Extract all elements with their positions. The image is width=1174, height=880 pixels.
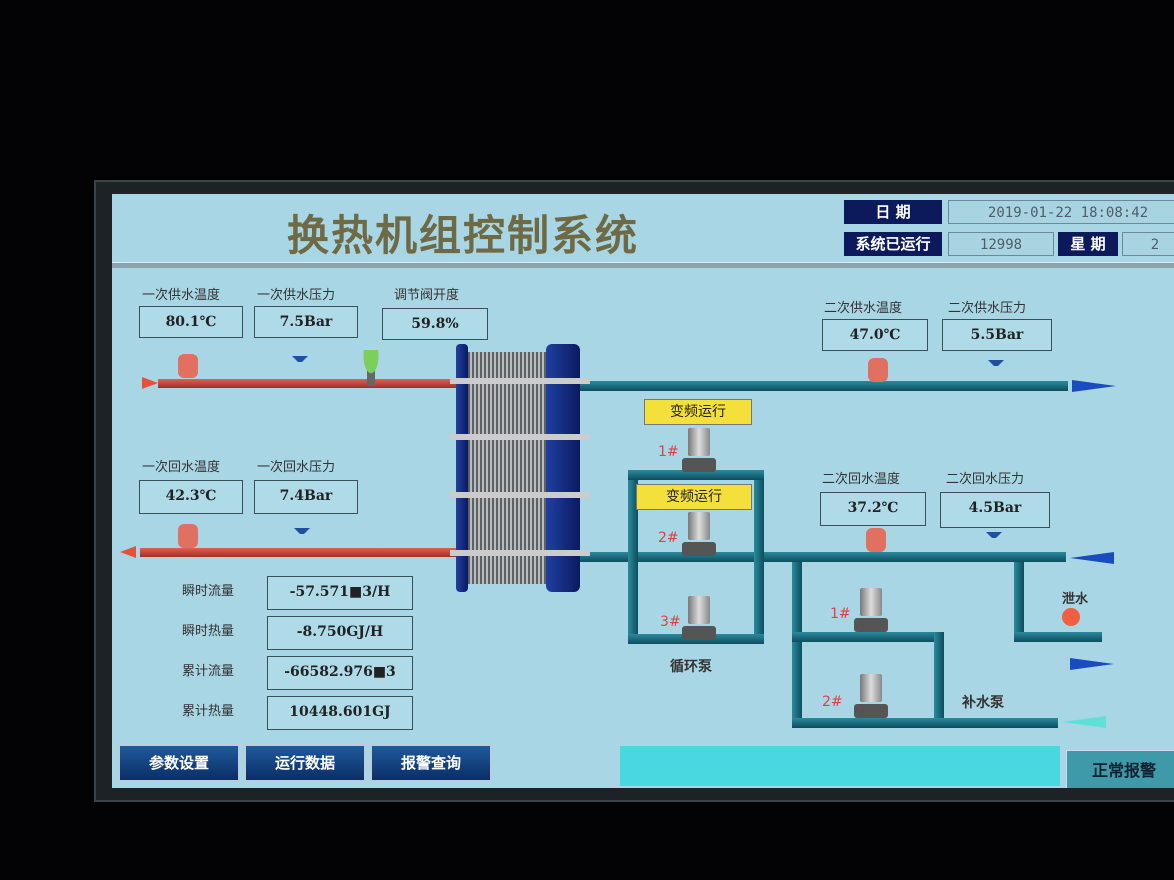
valve-opening-value: 59.8% (382, 308, 488, 340)
primary-return-temp-label: 一次回水温度 (142, 460, 221, 475)
circ-pump-3-number: 3# (660, 614, 681, 630)
circ-pump-3-icon[interactable] (682, 596, 716, 640)
pump-2-vfd-status: 变频运行 (636, 484, 752, 510)
circ-pump-label: 循环泵 (670, 659, 712, 675)
circ-top-pipe (628, 470, 764, 480)
run-data-button[interactable]: 运行数据 (244, 744, 366, 782)
secondary-supply-temp-label: 二次供水温度 (824, 301, 903, 316)
primary-return-pressure-label: 一次回水压力 (257, 460, 336, 475)
metering-label-2: 累计流量 (182, 664, 235, 679)
primary-supply-temp-sensor-icon (178, 354, 198, 378)
primary-supply-pipe (158, 379, 458, 388)
metering-value-2: -66582.976■3 (267, 656, 413, 690)
secondary-return-temp-value: 37.2℃ (820, 492, 926, 526)
runtime-label: 系统已运行 (844, 232, 942, 256)
primary-supply-pressure-value: 7.5Bar (254, 306, 358, 338)
secondary-return-temp-label: 二次回水温度 (822, 472, 901, 487)
runtime-display: 12998 (948, 232, 1054, 256)
makeup-1-pipe (792, 632, 938, 642)
header-divider (112, 262, 1174, 268)
makeup-pump-2-icon[interactable] (854, 674, 888, 718)
page-title: 换热机组控制系统 (287, 211, 640, 260)
secondary-return-pressure-value: 4.5Bar (940, 492, 1050, 528)
circ-pump-2-icon[interactable] (682, 512, 716, 556)
alarm-message-bar (620, 746, 1060, 786)
secondary-supply-temp-sensor-icon (868, 358, 888, 382)
weekday-label: 星 期 (1058, 232, 1118, 256)
metering-label-3: 累计热量 (182, 704, 235, 719)
primary-supply-temp-value: 80.1℃ (139, 306, 243, 338)
metering-label-1: 瞬时热量 (182, 624, 235, 639)
params-button[interactable]: 参数设置 (118, 744, 240, 782)
makeup-pump-1-icon[interactable] (854, 588, 888, 632)
makeup-pump-1-number: 1# (830, 606, 851, 622)
circ-pump-2-number: 2# (658, 530, 679, 546)
secondary-return-pressure-label: 二次回水压力 (946, 472, 1025, 487)
metering-value-3: 10448.601GJ (267, 696, 413, 730)
plate-heat-exchanger (450, 344, 590, 592)
circ-pump-1-icon[interactable] (682, 428, 716, 472)
primary-inlet-arrow (142, 377, 158, 389)
makeup-bypass (934, 632, 944, 722)
makeup-pump-label: 补水泵 (962, 695, 1004, 711)
alarm-query-button[interactable]: 报警查询 (370, 744, 492, 782)
alarm-status-button[interactable]: 正常报警 (1066, 750, 1174, 788)
primary-supply-pressure-gauge-icon (292, 356, 308, 378)
makeup-inlet-arrow (1062, 716, 1106, 728)
metering-value-1: -8.750GJ/H (267, 616, 413, 650)
secondary-supply-pipe (580, 381, 1068, 391)
secondary-return-pressure-gauge-icon (986, 532, 1002, 552)
drain-valve-icon[interactable] (1062, 608, 1080, 626)
drain-label: 泄水 (1062, 592, 1089, 607)
pump-1-vfd-status: 变频运行 (644, 399, 752, 425)
valve-opening-label: 调节阀开度 (394, 288, 460, 303)
drain-riser (1014, 562, 1024, 634)
secondary-inlet-arrow (1070, 552, 1114, 564)
makeup-pump-2-number: 2# (822, 694, 843, 710)
secondary-supply-pressure-label: 二次供水压力 (948, 301, 1027, 316)
circ-loop-left (628, 476, 638, 636)
secondary-return-pipe (580, 552, 1066, 562)
control-valve-icon[interactable] (358, 350, 384, 386)
primary-outlet-arrow (120, 546, 136, 558)
primary-return-pressure-value: 7.4Bar (254, 480, 358, 514)
primary-return-pressure-gauge-icon (294, 528, 310, 548)
drain-arrow (1070, 658, 1114, 670)
secondary-supply-temp-value: 47.0℃ (822, 319, 928, 351)
secondary-outlet-arrow (1072, 380, 1116, 392)
hmi-screen: 换热机组控制系统 日 期 2019-01-22 18:08:42 系统已运行 1… (112, 194, 1174, 788)
primary-supply-pressure-label: 一次供水压力 (257, 288, 336, 303)
metering-value-0: -57.571■3/H (267, 576, 413, 610)
datetime-display: 2019-01-22 18:08:42 (948, 200, 1174, 224)
makeup-inlet-pipe (792, 718, 1058, 728)
secondary-supply-pressure-value: 5.5Bar (942, 319, 1052, 351)
drain-pipe (1014, 632, 1102, 642)
primary-return-pipe (140, 548, 458, 557)
circ-pump-1-number: 1# (658, 444, 679, 460)
primary-return-temp-sensor-icon (178, 524, 198, 548)
weekday-display: 2 (1122, 232, 1174, 256)
secondary-return-temp-sensor-icon (866, 528, 886, 552)
date-label: 日 期 (844, 200, 942, 224)
primary-return-temp-value: 42.3℃ (139, 480, 243, 514)
metering-label-0: 瞬时流量 (182, 584, 235, 599)
secondary-supply-pressure-gauge-icon (988, 360, 1004, 380)
circ-loop-right (754, 476, 764, 636)
primary-supply-temp-label: 一次供水温度 (142, 288, 221, 303)
